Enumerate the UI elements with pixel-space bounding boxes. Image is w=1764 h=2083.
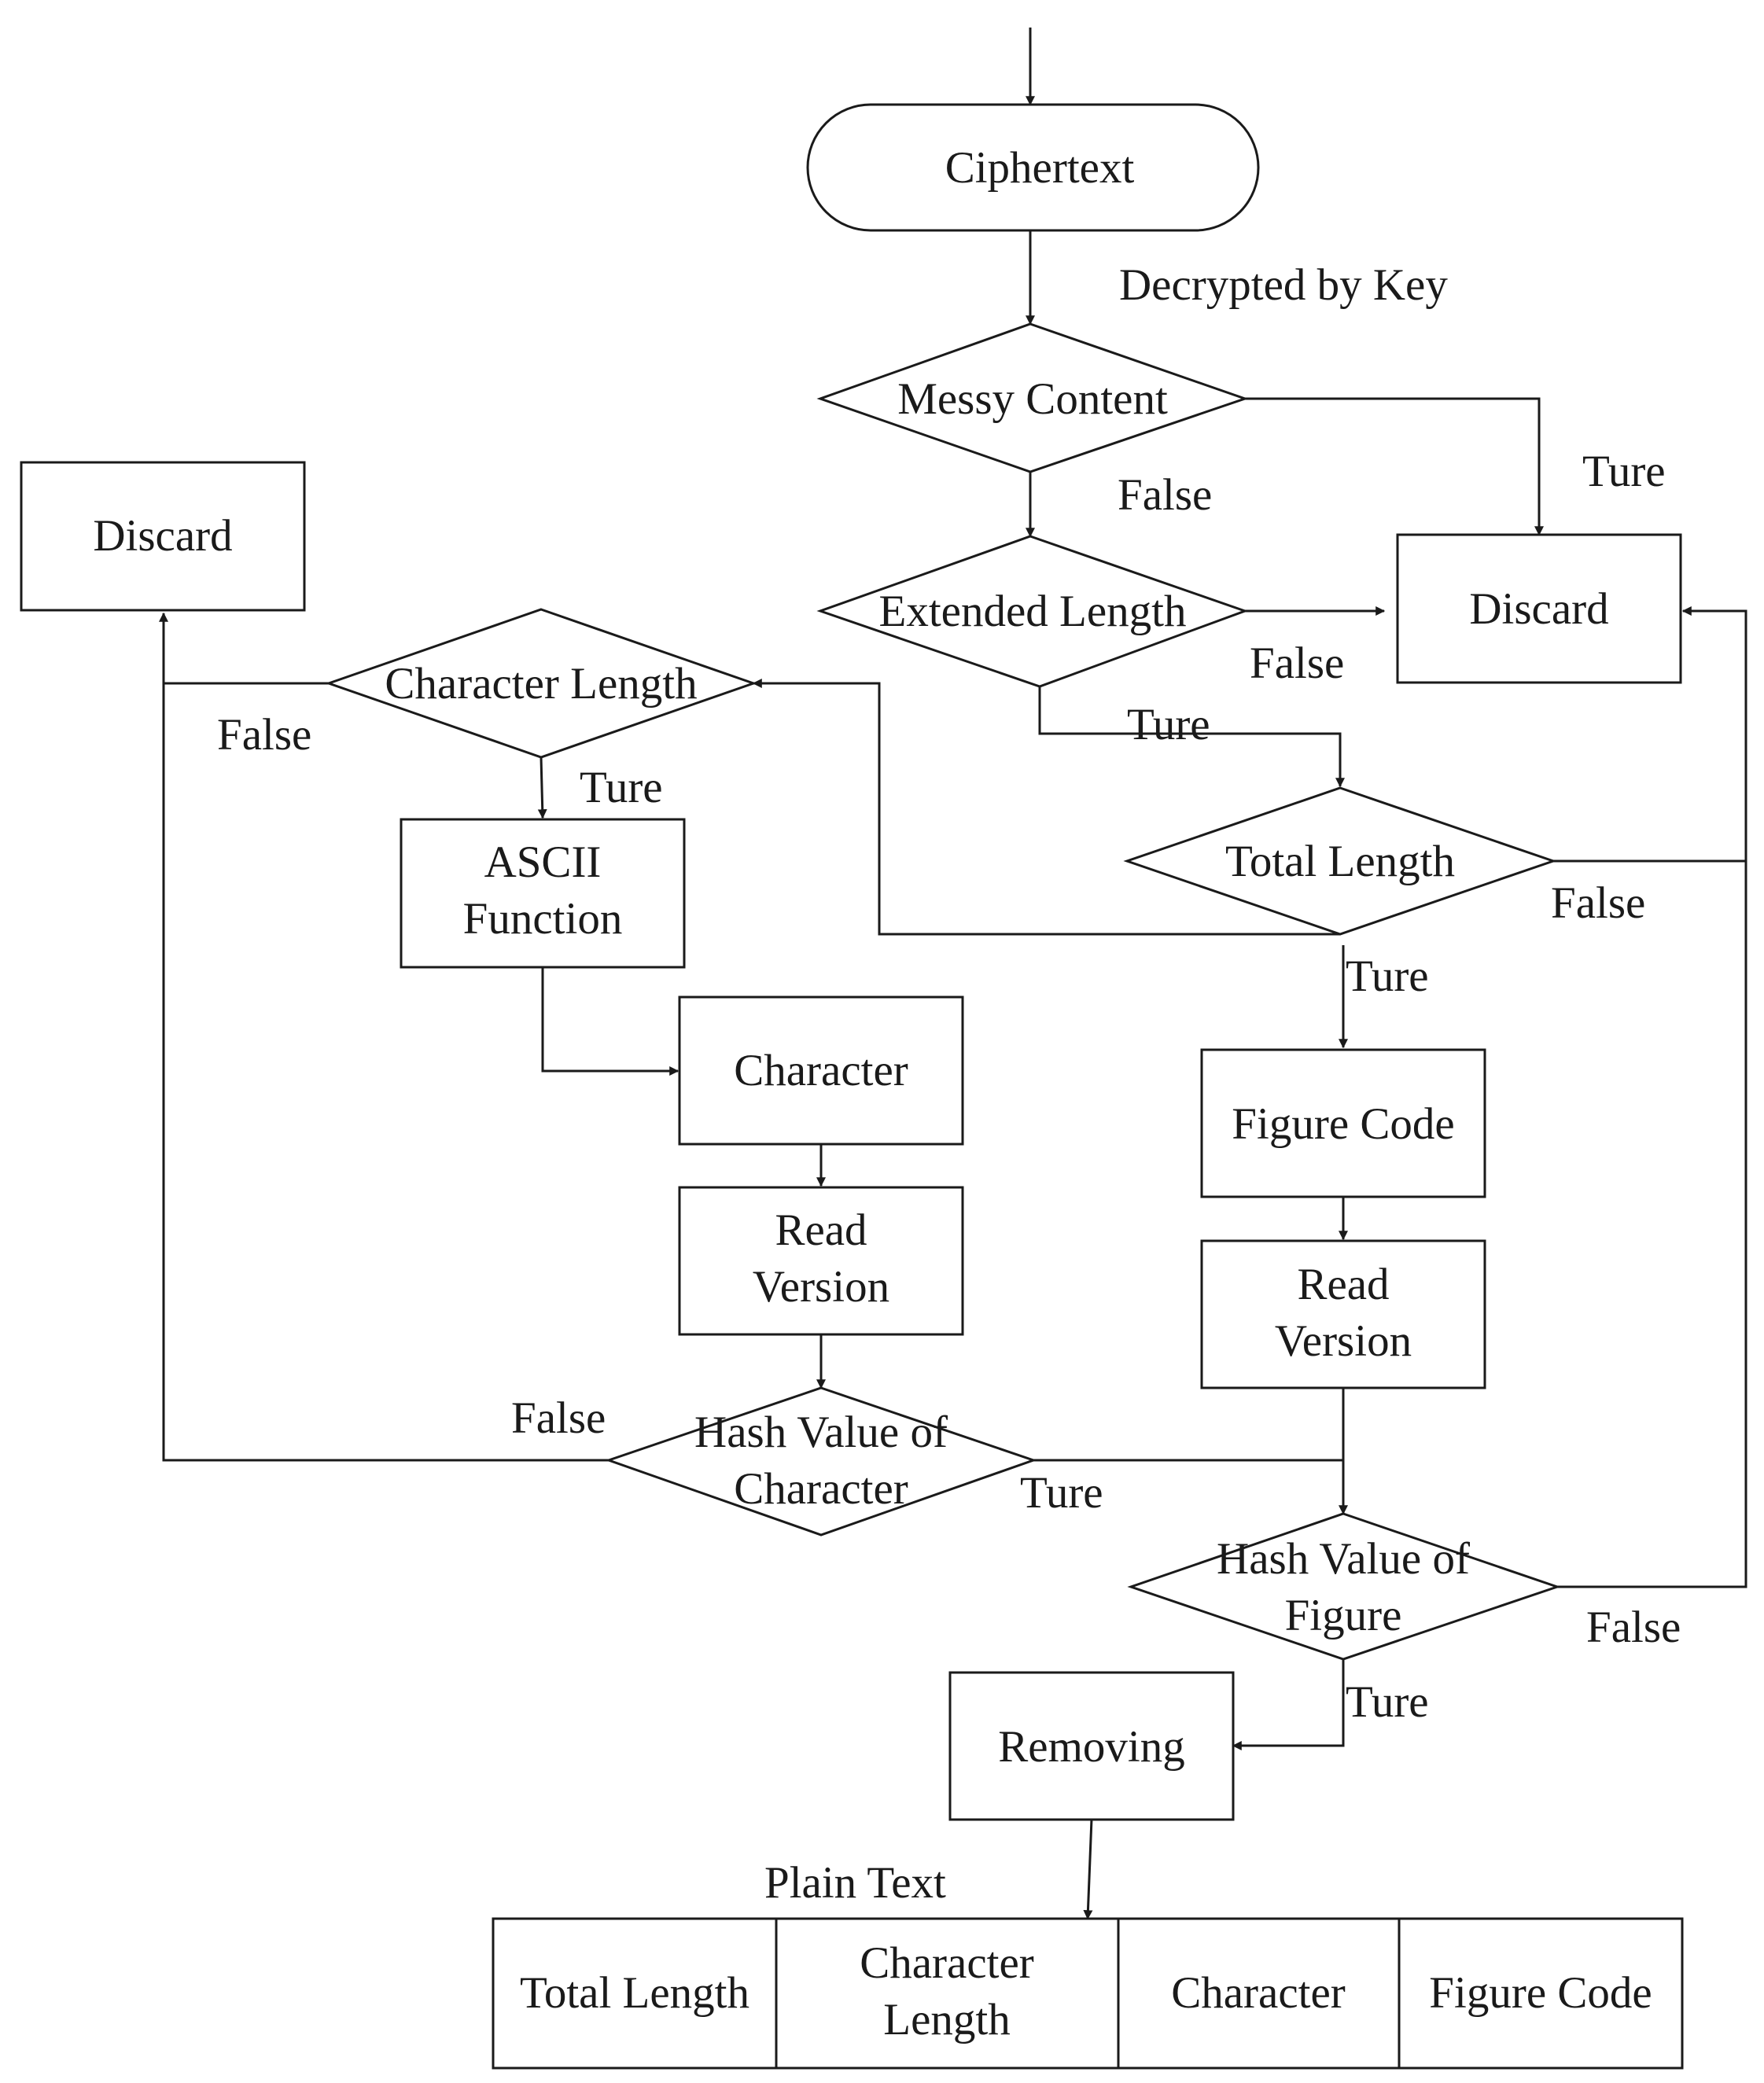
extended-length-false-label: False bbox=[1250, 639, 1344, 688]
removing-to-plain-text-arrow bbox=[1083, 1818, 1093, 1920]
hash-figure-true-label: Ture bbox=[1346, 1677, 1429, 1727]
removing-label: Removing bbox=[998, 1722, 1185, 1772]
total-length-false-label: False bbox=[1551, 878, 1645, 928]
plain-text-total-length-label: Total Length bbox=[520, 1968, 749, 2018]
plain-text-record: Total Length Character Length Character … bbox=[492, 1917, 1684, 2070]
discard-right-box: Discard bbox=[1396, 533, 1682, 684]
hash-character-false-label: False bbox=[511, 1393, 606, 1443]
plain-text-figure-code-label: Figure Code bbox=[1429, 1968, 1652, 2018]
total-false-to-discard-arrow bbox=[1553, 606, 1747, 863]
extended-length-true-label: Ture bbox=[1127, 700, 1210, 749]
hash-figure-false-label: False bbox=[1586, 1603, 1681, 1652]
connectors bbox=[159, 28, 1747, 1920]
hash-figure-false-line bbox=[1557, 861, 1747, 1588]
read-version-right-label-line1: Read bbox=[1297, 1260, 1389, 1309]
discard-right-label: Discard bbox=[1469, 584, 1608, 634]
hash-figure-true-to-removing-arrow bbox=[1232, 1659, 1345, 1750]
character-length-label: Character Length bbox=[385, 659, 697, 708]
ascii-function-label-line1: ASCII bbox=[484, 837, 602, 887]
messy-content-true-label: Ture bbox=[1582, 447, 1666, 496]
total-length-label: Total Length bbox=[1225, 837, 1455, 886]
read-version-left-label-line1: Read bbox=[775, 1205, 867, 1255]
character-label: Character bbox=[734, 1046, 908, 1095]
read-version-right-box: Read Version bbox=[1200, 1239, 1486, 1389]
extended-true-to-total-arrow bbox=[1038, 686, 1345, 788]
removing-box: Removing bbox=[948, 1671, 1235, 1821]
messy-true-to-discard-arrow bbox=[1245, 397, 1544, 536]
edge-labels: Decrypted by Key Ture False False Ture F… bbox=[217, 260, 1681, 1908]
ascii-function-box: ASCII Function bbox=[400, 818, 686, 969]
hash-character-false-line bbox=[162, 683, 609, 1462]
character-length-true-to-ascii-arrow bbox=[537, 756, 547, 819]
hash-figure-label-line1: Hash Value of bbox=[1217, 1534, 1470, 1584]
ascii-function-label-line2: Function bbox=[463, 894, 623, 944]
hash-character-label-line2: Character bbox=[734, 1464, 908, 1514]
figure-code-label: Figure Code bbox=[1232, 1099, 1454, 1149]
character-box: Character bbox=[678, 995, 964, 1146]
total-length-true-label: Ture bbox=[1346, 951, 1429, 1001]
character-length-true-label: Ture bbox=[580, 763, 663, 812]
plain-text-label: Plain Text bbox=[764, 1858, 946, 1908]
total-to-character-length-arrow bbox=[752, 679, 1340, 936]
read-version-right-label-line2: Version bbox=[1275, 1316, 1412, 1366]
total-length-decision: Total Length bbox=[1123, 786, 1557, 936]
read-version-left-label-line2: Version bbox=[753, 1262, 889, 1312]
messy-content-false-label: False bbox=[1118, 470, 1212, 520]
plain-text-figure-code-cell bbox=[1398, 1917, 1684, 2070]
character-length-decision: Character Length bbox=[325, 608, 757, 759]
plain-text-character-cell bbox=[1117, 1917, 1401, 2070]
plain-text-total-length-cell bbox=[492, 1917, 778, 2070]
plain-text-character-length-line2: Length bbox=[883, 1995, 1010, 2044]
figure-code-box: Figure Code bbox=[1200, 1048, 1486, 1198]
plain-text-character-length-line1: Character bbox=[860, 1938, 1034, 1988]
ciphertext-terminal: Ciphertext bbox=[806, 103, 1260, 232]
plain-text-character-label: Character bbox=[1171, 1968, 1346, 2018]
hash-figure-decision: Hash Value of Figure bbox=[1127, 1512, 1561, 1661]
hash-character-decision: Hash Value of Character bbox=[605, 1386, 1037, 1536]
discard-left-box: Discard bbox=[20, 461, 306, 612]
decrypted-by-key-label: Decrypted by Key bbox=[1119, 260, 1448, 310]
ascii-to-character-arrow bbox=[541, 967, 679, 1076]
ciphertext-label: Ciphertext bbox=[945, 143, 1135, 193]
plain-text-character-length-cell bbox=[775, 1917, 1120, 2070]
extended-length-label: Extended Length bbox=[879, 587, 1187, 636]
hash-character-label-line1: Hash Value of bbox=[694, 1408, 948, 1457]
character-length-false-to-discard-arrow bbox=[159, 612, 329, 685]
extended-length-decision: Extended Length bbox=[816, 535, 1249, 688]
discard-left-label: Discard bbox=[93, 511, 232, 561]
character-length-false-label: False bbox=[217, 710, 311, 760]
hash-figure-label-line2: Figure bbox=[1285, 1591, 1402, 1640]
messy-content-decision: Messy Content bbox=[816, 322, 1249, 473]
read-version-left-box: Read Version bbox=[678, 1186, 964, 1336]
hash-character-true-label: Ture bbox=[1020, 1468, 1103, 1518]
messy-content-label: Messy Content bbox=[897, 374, 1168, 424]
